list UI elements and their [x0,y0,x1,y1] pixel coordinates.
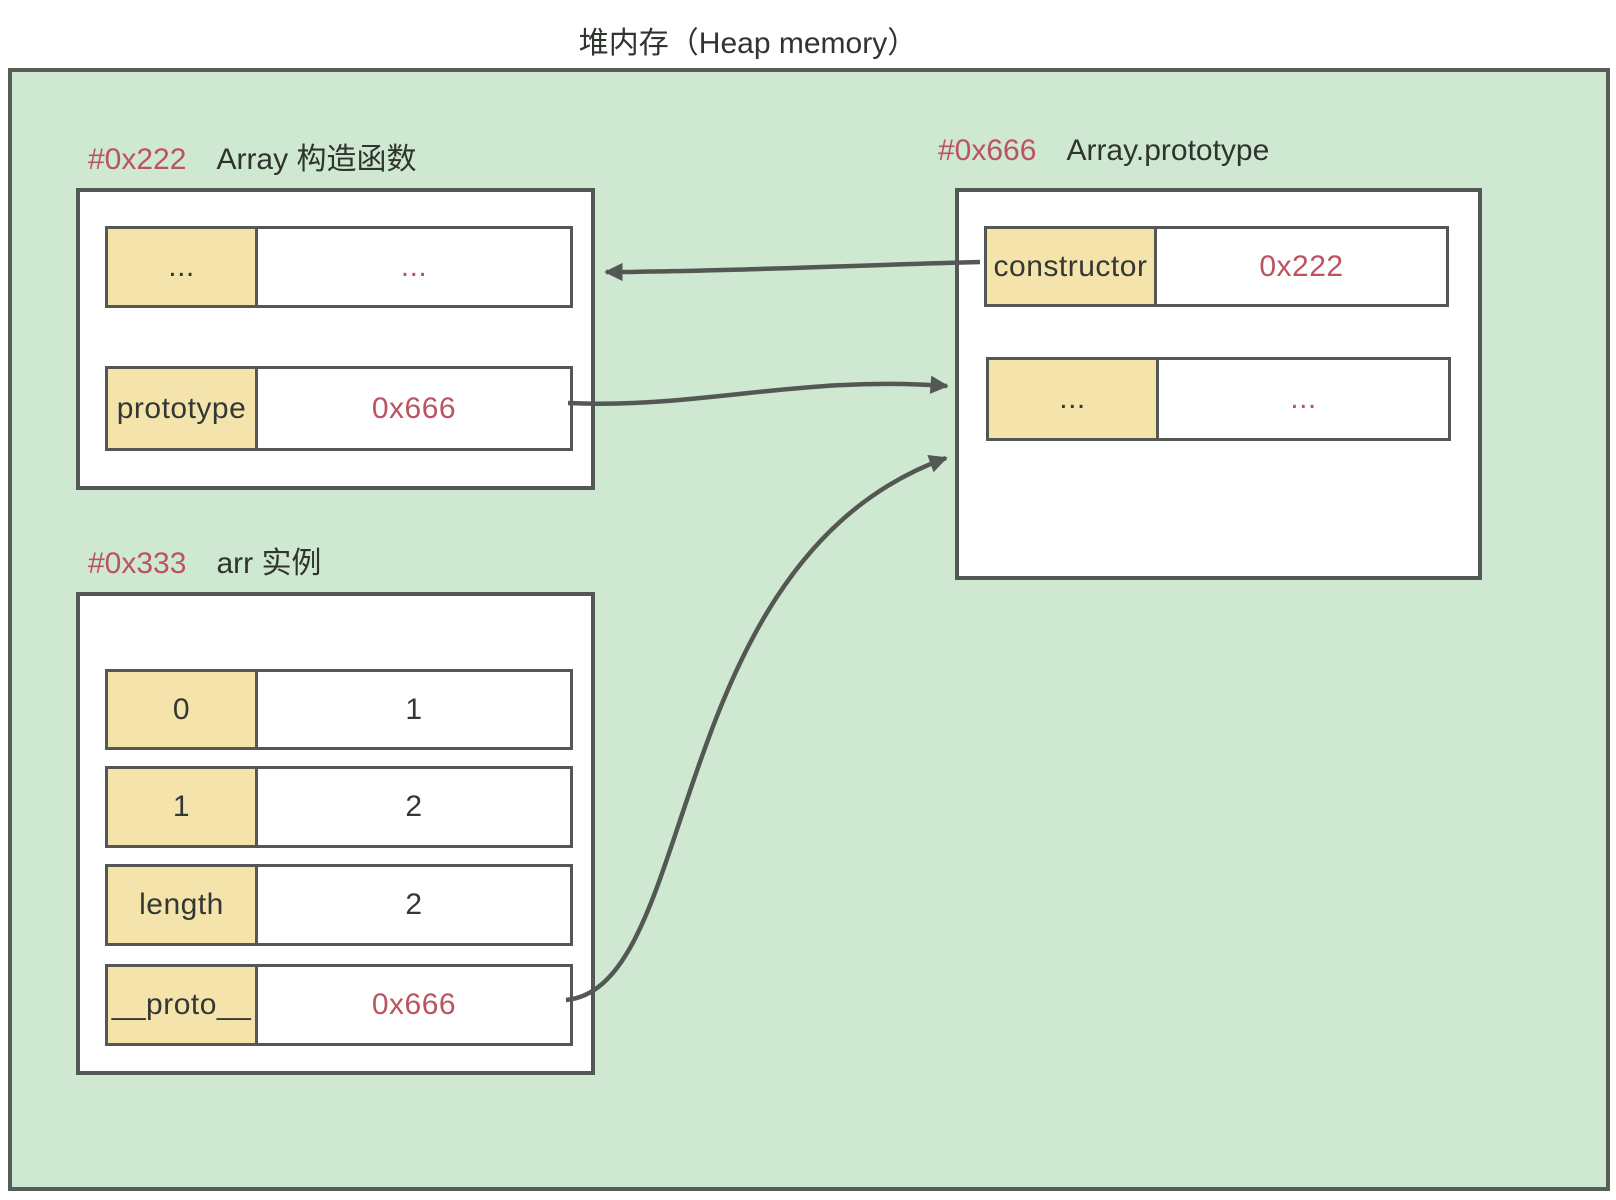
array-constructor-box: ... ... prototype 0x666 [76,188,595,490]
address-0x666: #0x666 [938,134,1037,167]
slot-key: 0 [108,672,258,747]
slot-value: 2 [405,790,423,823]
address-0x333: #0x333 [88,547,187,580]
slot-value: 1 [405,692,423,726]
array-prototype-box: constructor 0x222 ... ... [955,188,1482,580]
slot-value: ... [400,250,428,283]
slot-value: 0x666 [371,391,457,425]
slot-key: ... [108,229,258,305]
row-constructor: constructor 0x222 [984,226,1449,307]
address-0x222: #0x222 [88,143,187,176]
slot-key: __proto__ [108,967,258,1043]
arr-instance-heading: #0x333 arr 实例 [88,538,321,582]
row-index-0: 0 1 [105,669,573,750]
slot-key: length [108,867,258,943]
arr-instance-box: 0 1 1 2 length 2 __proto__ 0x666 [76,592,595,1075]
row-proto: __proto__ 0x666 [105,964,573,1046]
array-constructor-heading: #0x222 Array 构造函数 [88,134,416,178]
slot-value: 2 [405,888,423,921]
row-ellipsis: ... ... [105,226,573,308]
slot-value: 0x666 [371,988,457,1021]
slot-value: 0x222 [1259,249,1344,283]
slot-key: ... [989,360,1159,438]
array-prototype-heading: #0x666 Array.prototype [938,134,1269,168]
row-ellipsis: ... ... [986,357,1451,441]
array-constructor-name: Array 构造函数 [216,143,417,176]
arr-instance-name: arr 实例 [216,547,322,580]
slot-key: prototype [108,369,258,448]
row-prototype: prototype 0x666 [105,366,573,451]
slot-key: 1 [108,769,258,845]
diagram-title: 堆内存（Heap memory） [578,27,918,60]
slot-value: ... [1290,382,1317,415]
slot-key: constructor [987,229,1157,304]
array-prototype-name: Array.prototype [1066,134,1270,167]
row-index-1: 1 2 [105,766,573,848]
row-length: length 2 [105,864,573,946]
